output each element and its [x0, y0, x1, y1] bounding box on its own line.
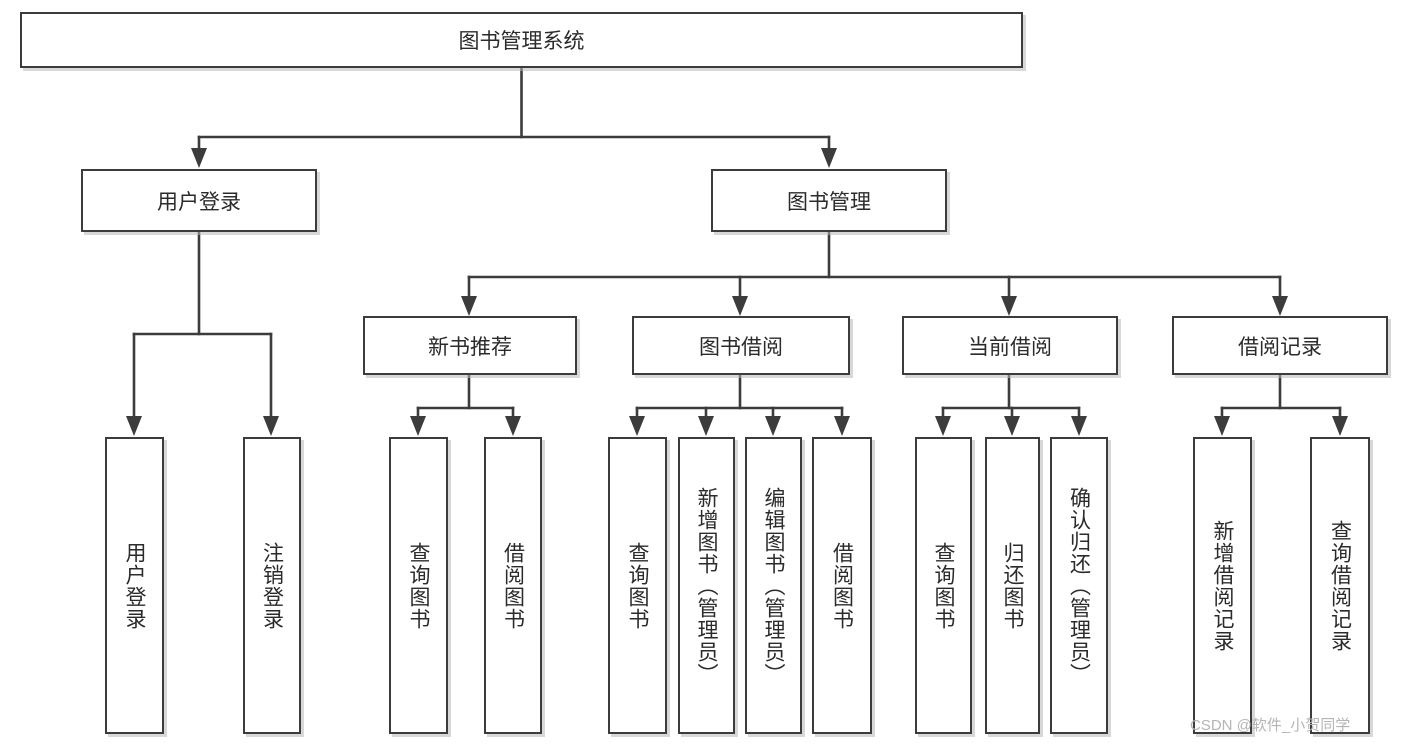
node-book-management[interactable]: 图书管理 — [711, 169, 947, 232]
leaf-query-book-newbook[interactable] — [389, 437, 448, 734]
leaf-return-book[interactable] — [985, 437, 1040, 734]
leaf-add-borrow-record[interactable] — [1193, 437, 1252, 734]
leaf-borrow-book-newbook[interactable] — [484, 437, 542, 734]
node-borrow-record[interactable]: 借阅记录 — [1172, 316, 1388, 375]
node-label: 当前借阅 — [968, 335, 1052, 359]
leaf-query-book-borrow[interactable] — [608, 437, 667, 734]
node-label: 图书管理系统 — [458, 30, 585, 53]
node-label: 图书管理 — [787, 190, 871, 214]
edge-currentborrow-to-leaves — [935, 373, 1087, 436]
edge-newbook-to-leaves — [410, 373, 521, 436]
node-label: 用户登录 — [157, 190, 241, 214]
leaf-add-book-admin[interactable] — [678, 437, 735, 734]
node-label: 新书推荐 — [428, 335, 512, 359]
node-root-book-management-system[interactable]: 图书管理系统 — [20, 12, 1023, 68]
leaf-confirm-return-admin[interactable] — [1050, 437, 1108, 734]
node-current-borrow[interactable]: 当前借阅 — [902, 316, 1118, 375]
node-label: 图书借阅 — [699, 335, 783, 359]
node-user-login[interactable]: 用户登录 — [81, 169, 317, 232]
edge-root-to-level2 — [191, 66, 837, 168]
leaf-query-book-current[interactable] — [915, 437, 972, 734]
node-new-book-recommend[interactable]: 新书推荐 — [363, 316, 577, 375]
leaf-user-login[interactable] — [105, 437, 164, 734]
edge-borrowrecord-to-leaves — [1214, 373, 1348, 436]
leaf-edit-book-admin[interactable] — [745, 437, 802, 734]
node-label: 借阅记录 — [1238, 335, 1322, 359]
edge-bookmgmt-to-level3 — [461, 230, 1288, 316]
node-book-borrow[interactable]: 图书借阅 — [632, 316, 850, 375]
leaf-logout[interactable] — [243, 437, 301, 734]
edge-userlogin-to-leaves — [126, 230, 279, 436]
leaf-borrow-book-borrow[interactable] — [812, 437, 872, 734]
leaf-query-borrow-record[interactable] — [1310, 437, 1370, 734]
edge-bookborrow-to-leaves — [629, 373, 850, 436]
